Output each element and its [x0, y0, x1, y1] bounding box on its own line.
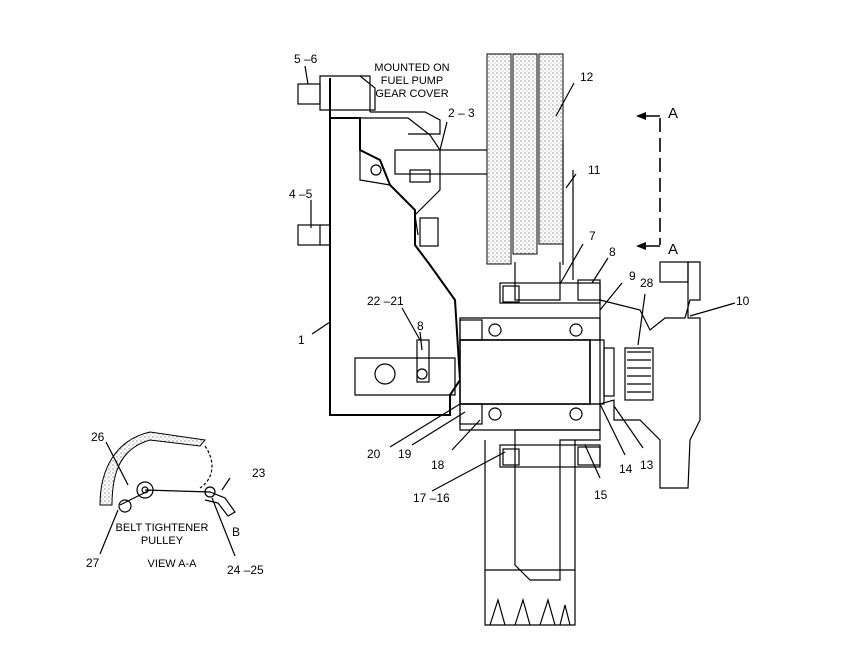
- callout-17-16: 17 –16: [413, 491, 450, 505]
- section-line-a-a: [636, 112, 661, 250]
- callout-12: 12: [580, 70, 594, 84]
- section-marker-top: A: [668, 105, 678, 122]
- callout-24-25: 24 –25: [227, 563, 264, 577]
- callout-14: 14: [619, 462, 633, 476]
- callout-23: 23: [252, 466, 266, 480]
- callout-26: 26: [91, 430, 105, 444]
- callout-28: 28: [640, 276, 654, 290]
- view-label: VIEW A-A: [148, 558, 198, 570]
- callout-11: 11: [588, 163, 601, 177]
- callout-8-upper: 8: [609, 245, 616, 259]
- callout-9: 9: [629, 269, 636, 283]
- adapter-housing: [599, 261, 701, 489]
- callout-27: 27: [86, 556, 100, 570]
- callout-4-5: 4 –5: [289, 187, 313, 201]
- callout-15: 15: [594, 488, 608, 502]
- callout-19: 19: [398, 447, 412, 461]
- mounted-note-line3: GEAR COVER: [375, 88, 448, 100]
- callout-13: 13: [640, 458, 654, 472]
- mounted-note-line1: MOUNTED ON: [374, 62, 449, 74]
- drive-belts: [486, 53, 574, 280]
- callout-2-3: 2 – 3: [448, 106, 475, 120]
- pulley-hub-assembly: [459, 262, 615, 626]
- callout-8-lower: 8: [417, 319, 424, 333]
- callout-18: 18: [431, 458, 445, 472]
- belt-tightener-line2: PULLEY: [141, 535, 184, 547]
- section-marker-b: B: [232, 525, 240, 539]
- view-a-a-inset: [99, 431, 236, 517]
- callout-1: 1: [298, 333, 305, 347]
- leader-lines: [99, 65, 736, 557]
- callout-7: 7: [589, 229, 596, 243]
- callout-5-6: 5 –6: [294, 52, 318, 66]
- section-marker-bottom: A: [668, 241, 678, 258]
- callout-22-21: 22 –21: [367, 294, 404, 308]
- belt-tightener-line1: BELT TIGHTENER: [116, 522, 209, 534]
- mounted-note-line2: FUEL PUMP: [381, 75, 444, 87]
- callout-10: 10: [736, 294, 750, 308]
- callout-20: 20: [367, 447, 381, 461]
